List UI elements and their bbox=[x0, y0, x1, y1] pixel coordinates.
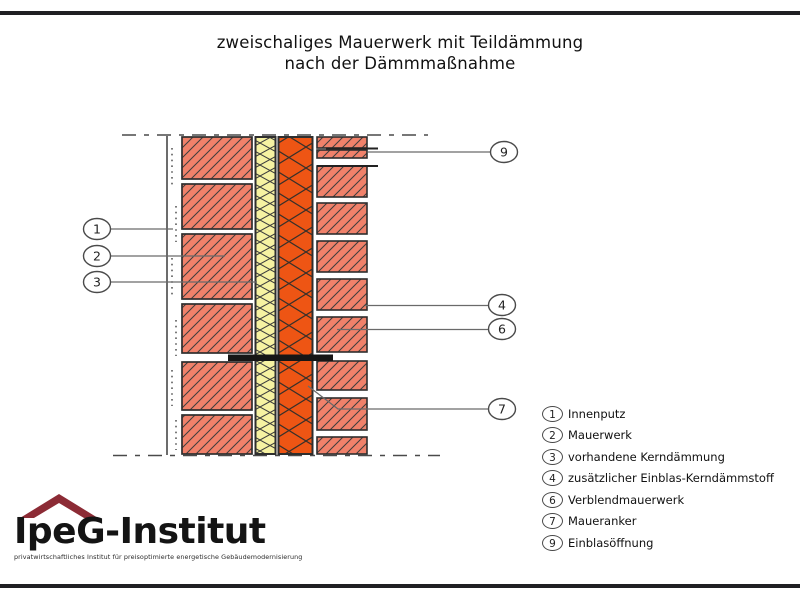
logo-wordmark-bold: IpeG- bbox=[14, 511, 120, 552]
marker-3-number: 3 bbox=[93, 275, 101, 290]
logo-wordmark: IpeG-Institut bbox=[14, 514, 294, 550]
legend-label-2: Mauerwerk bbox=[568, 428, 632, 443]
marker-1: 1 bbox=[82, 217, 112, 241]
marker-3: 3 bbox=[82, 270, 112, 294]
legend-number-3: 3 bbox=[542, 448, 563, 465]
layer-innenputz bbox=[166, 136, 177, 455]
legend: 1 Innenputz 2 Mauerwerk 3 vorhandene Ker… bbox=[542, 403, 792, 554]
legend-item-kerndaemmung: 3 vorhandene Kerndämmung bbox=[542, 446, 792, 468]
maueranker-bar bbox=[228, 354, 333, 361]
legend-label-4: zusätzlicher Einblas-Kerndämmstoff bbox=[568, 471, 774, 486]
ipeg-logo: IpeG-Institut privatwirtschaftliches Ins… bbox=[14, 494, 303, 561]
legend-number-4: 4 bbox=[542, 470, 563, 487]
legend-number-2: 2 bbox=[542, 427, 563, 444]
legend-number-9: 9 bbox=[542, 534, 563, 551]
legend-label-3: vorhandene Kerndämmung bbox=[568, 449, 725, 464]
logo-tagline: privatwirtschaftliches Institut für prei… bbox=[14, 553, 303, 561]
marker-7-number: 7 bbox=[498, 402, 506, 417]
legend-item-verblendmauerwerk: 6 Verblendmauerwerk bbox=[542, 489, 792, 511]
page-border-top bbox=[0, 11, 800, 15]
marker-7: 7 bbox=[487, 397, 517, 421]
callout-markers: 1 2 3 4 6 7 9 bbox=[82, 140, 519, 421]
drawing-title: zweischaliges Mauerwerk mit Teildämmung … bbox=[0, 32, 800, 74]
section-cut-lines bbox=[113, 134, 440, 457]
marker-6-number: 6 bbox=[498, 322, 506, 337]
legend-item-innenputz: 1 Innenputz bbox=[542, 403, 792, 425]
logo-wordmark-light: Institut bbox=[119, 511, 267, 552]
marker-9-number: 9 bbox=[500, 145, 508, 160]
layer-mauerwerk bbox=[181, 136, 253, 455]
legend-item-mauerwerk: 2 Mauerwerk bbox=[542, 425, 792, 447]
leader-lines bbox=[111, 151, 490, 410]
layer-vorhandene-kerndaemmung bbox=[254, 136, 277, 455]
marker-1-number: 1 bbox=[93, 222, 101, 237]
einblasoeffnung-marks bbox=[317, 147, 378, 167]
legend-label-1: Innenputz bbox=[568, 406, 626, 421]
legend-label-6: Verblendmauerwerk bbox=[568, 492, 685, 507]
layer-verblendmauerwerk bbox=[316, 136, 368, 455]
legend-label-9: Einblasöffnung bbox=[568, 535, 654, 550]
drawing-title-line2: nach der Dämmmaßnahme bbox=[284, 54, 516, 74]
legend-number-6: 6 bbox=[542, 491, 563, 508]
legend-number-1: 1 bbox=[542, 405, 563, 422]
legend-label-7: Maueranker bbox=[568, 514, 637, 529]
legend-number-7: 7 bbox=[542, 513, 563, 530]
marker-2-number: 2 bbox=[93, 249, 101, 264]
layer-einblas-kerndaemmstoff bbox=[277, 136, 314, 455]
marker-4: 4 bbox=[487, 293, 517, 317]
legend-item-einblas-kerndaemmstoff: 4 zusätzlicher Einblas-Kerndämmstoff bbox=[542, 468, 792, 490]
marker-6: 6 bbox=[487, 317, 517, 341]
page-border-bottom bbox=[0, 584, 800, 588]
logo-roof-icon bbox=[20, 494, 98, 518]
marker-4-number: 4 bbox=[498, 298, 506, 313]
marker-9: 9 bbox=[489, 140, 519, 164]
drawing-title-line1: zweischaliges Mauerwerk mit Teildämmung bbox=[216, 33, 584, 52]
legend-item-maueranker: 7 Maueranker bbox=[542, 511, 792, 533]
legend-item-einblasoeffnung: 9 Einblasöffnung bbox=[542, 532, 792, 554]
marker-2: 2 bbox=[82, 244, 112, 268]
